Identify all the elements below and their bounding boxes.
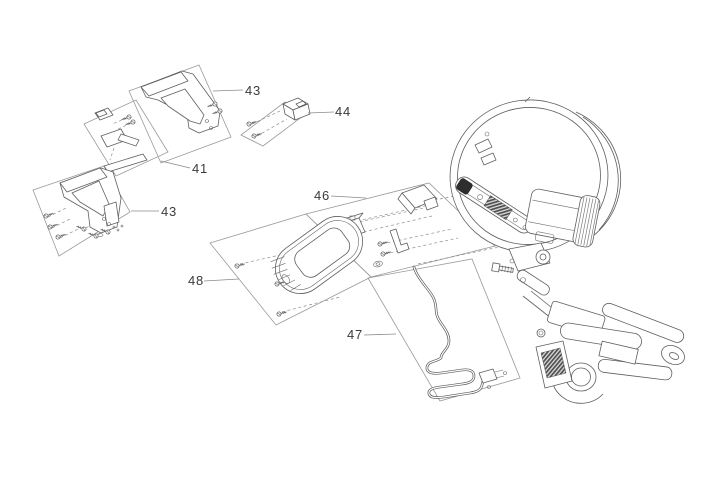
- clamp-bolt: [491, 262, 514, 274]
- callout-46-label: 46: [314, 188, 330, 203]
- callout-43-upper: 43: [212, 83, 261, 98]
- callout-46: 46: [314, 188, 367, 203]
- box-switch-parts: [83, 99, 169, 177]
- part-power-cord: [412, 265, 507, 399]
- motor-housing: [525, 188, 601, 248]
- part-lock-button: [245, 97, 311, 140]
- callout-44: 44: [307, 104, 351, 119]
- callout-43-lower-label: 43: [161, 204, 177, 219]
- callout-43-upper-label: 43: [245, 83, 261, 98]
- cord-outline: [412, 265, 485, 399]
- grip-texture: [59, 167, 108, 193]
- callout-41: 41: [160, 160, 208, 176]
- cord-plug: [478, 368, 507, 389]
- callout-41-label: 41: [192, 161, 208, 176]
- callout-48: 48: [188, 273, 240, 288]
- callout-48-label: 48: [188, 273, 204, 288]
- part-lower-handle-housing: [42, 167, 124, 241]
- callout-44-label: 44: [335, 104, 351, 119]
- callout-43-lower: 43: [131, 204, 177, 219]
- callout-47-label: 47: [347, 327, 363, 342]
- handle-arm: [522, 290, 685, 404]
- part-switch-assembly: [94, 107, 148, 173]
- grip-texture: [598, 340, 639, 365]
- pivot-bracket: [508, 242, 551, 296]
- saw-assembly: [449, 96, 685, 404]
- callout-47: 47: [347, 327, 397, 342]
- part-upper-handle-housing: [140, 70, 224, 134]
- grip-texture: [140, 71, 189, 97]
- callouts: 43 44 41 43 46 48 47: [131, 83, 397, 342]
- box-motor-cover: [209, 213, 372, 326]
- box-lower-handle: [32, 165, 131, 257]
- part-motor-end-cover: [233, 216, 364, 318]
- box-power-cord: [367, 258, 521, 402]
- box-outlines: [32, 64, 521, 402]
